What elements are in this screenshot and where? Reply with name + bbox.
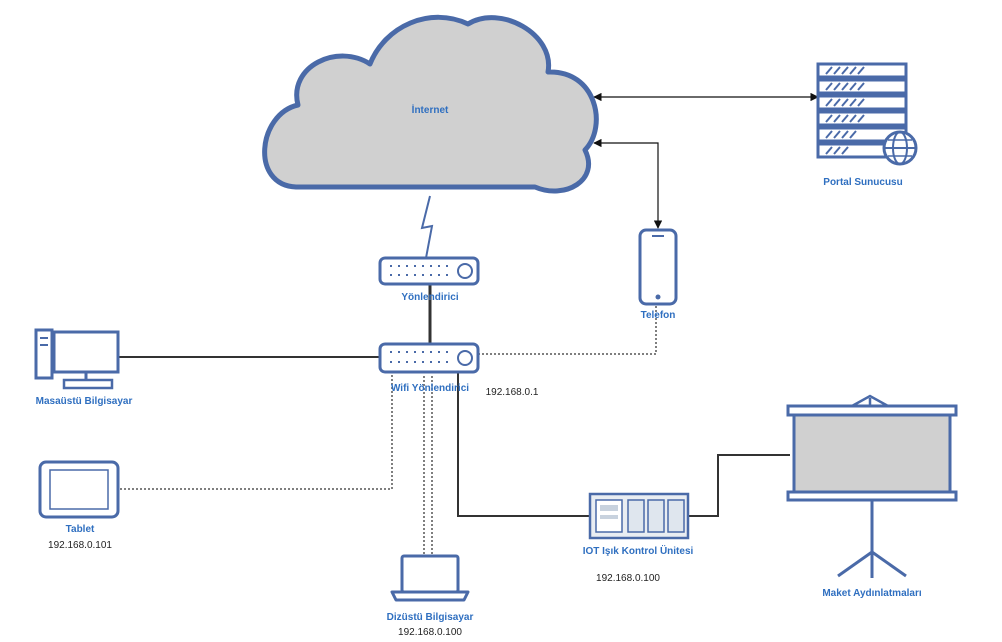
display-label: Maket Aydınlatmaları: [822, 588, 922, 599]
laptop-icon: [390, 554, 470, 602]
cloud-icon: [262, 14, 599, 194]
router-icon: [378, 256, 480, 286]
tablet-label: Tablet: [65, 524, 95, 535]
router-label: Yönlendirici: [401, 292, 459, 303]
wifi-tablet-link: [120, 372, 393, 490]
iot-display-link: [688, 454, 790, 517]
server-icon: [816, 62, 918, 166]
internet-label: İnternet: [411, 105, 449, 116]
lightning-link: [420, 195, 434, 259]
tablet-icon: [38, 460, 120, 519]
connections: [118, 92, 819, 556]
wifi-phone-link: [478, 304, 657, 355]
projector-screen-icon: [786, 394, 958, 578]
laptop-label: Dizüstü Bilgisayar: [386, 612, 474, 623]
phone-label: Telefon: [640, 310, 676, 321]
wifi-router-icon: [378, 342, 480, 374]
wifi-iot-link: [457, 372, 590, 517]
desktop-icon: [34, 328, 120, 390]
plc-icon: [588, 492, 690, 540]
cloud-phone-link: [593, 138, 663, 229]
portal-server-label: Portal Sunucusu: [823, 177, 903, 188]
wifi-router-label: Wifi Yönlendirici: [390, 383, 470, 394]
iot-unit-ip: 192.168.0.100: [596, 573, 660, 584]
laptop-ip: 192.168.0.100: [398, 627, 462, 638]
wifi-router-ip: 192.168.0.1: [485, 387, 539, 398]
desktop-label: Masaüstü Bilgisayar: [35, 396, 133, 407]
tablet-ip: 192.168.0.101: [48, 540, 112, 551]
phone-icon: [638, 228, 678, 306]
iot-unit-label: IOT Işık Kontrol Ünitesi: [582, 546, 694, 557]
